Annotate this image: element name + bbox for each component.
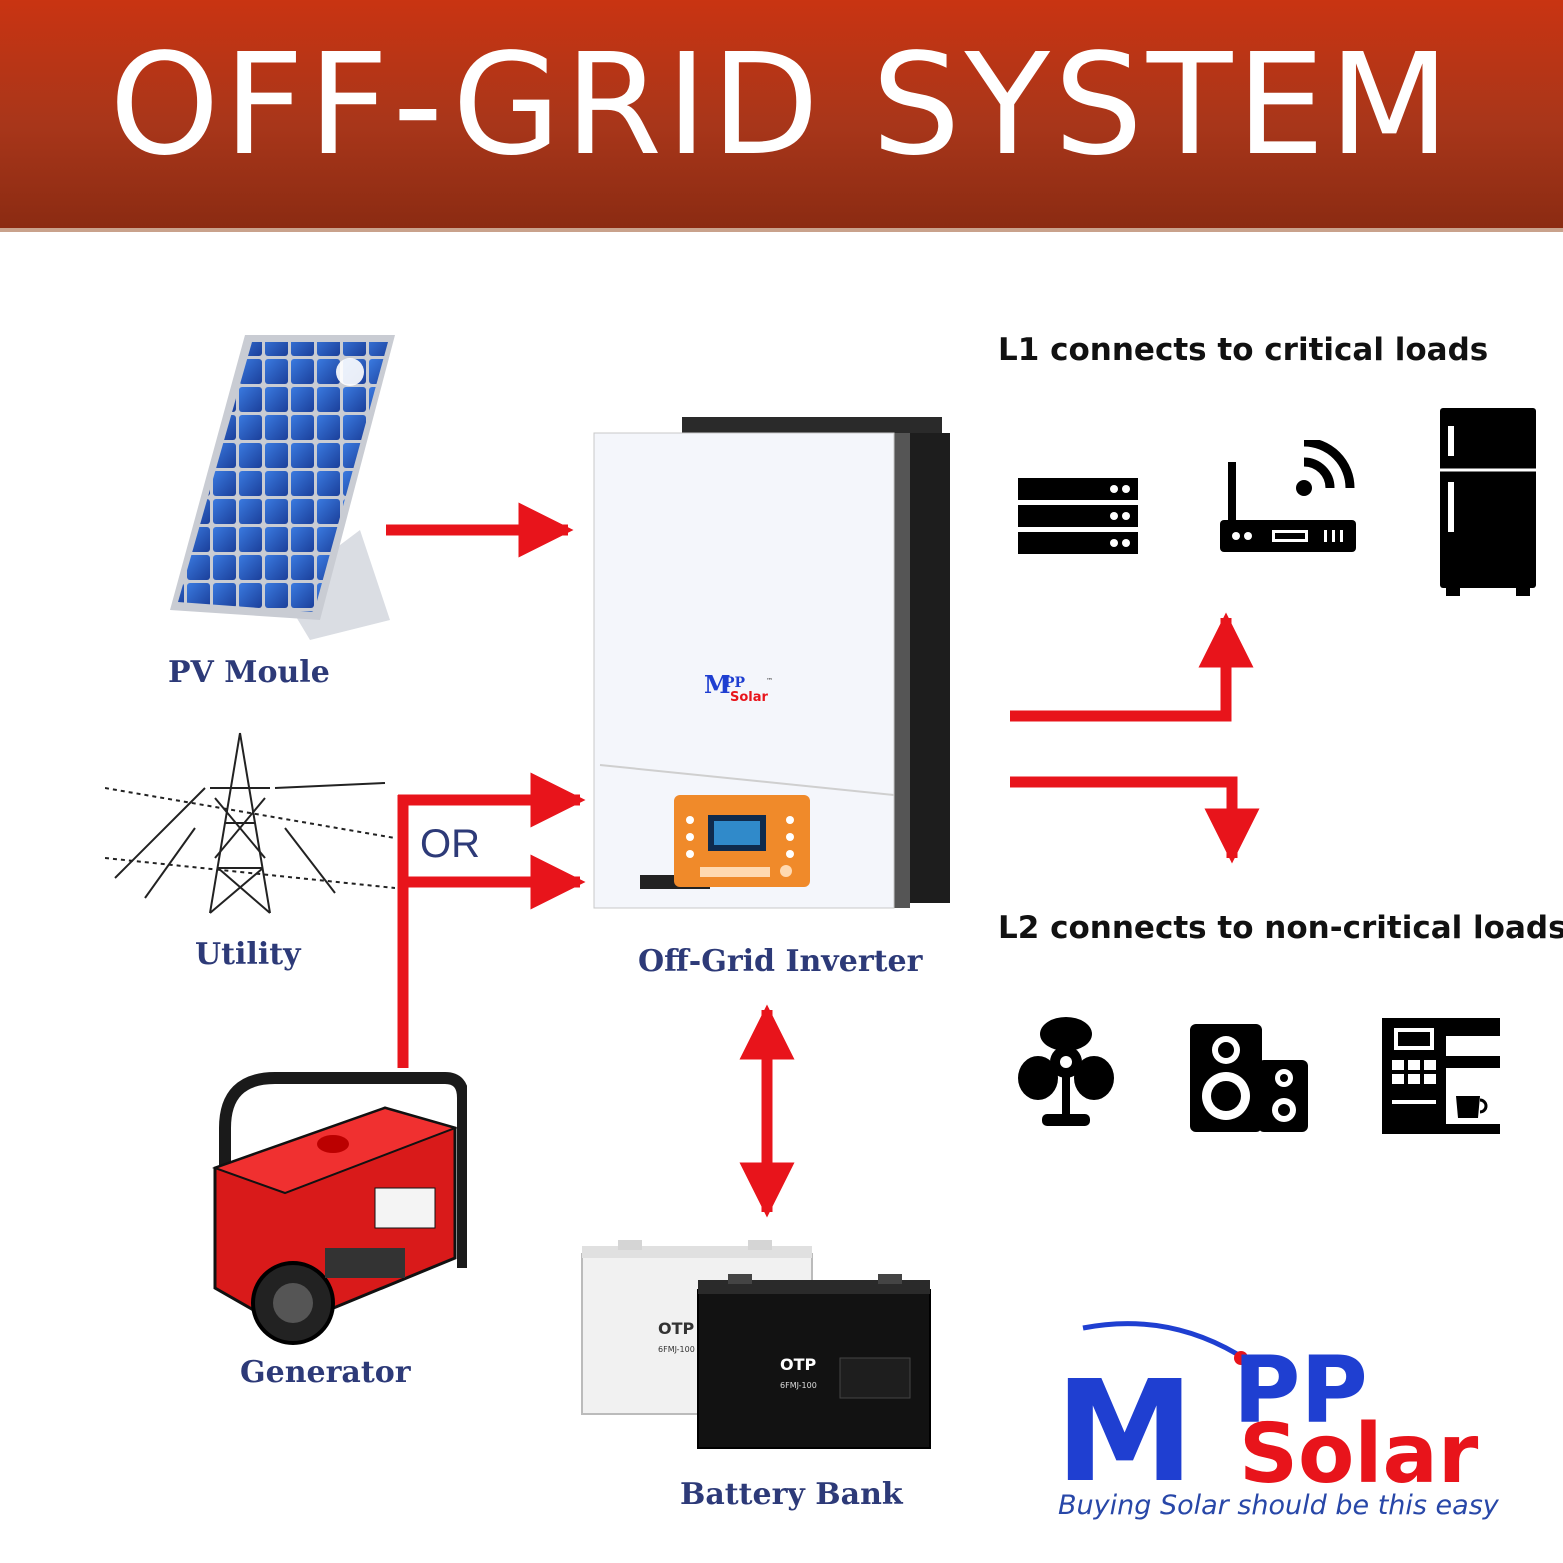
inverter-logo-m: M (704, 670, 731, 699)
logo-m: M (1055, 1351, 1194, 1488)
generator-icon (212, 1072, 467, 1345)
white-battery-brand: OTP (658, 1319, 695, 1338)
logo-pp: PP (1233, 1337, 1368, 1444)
utility-tower-icon (105, 732, 395, 914)
solar-panel-icon (170, 335, 395, 640)
inverter-logo-tm: ™ (766, 677, 773, 685)
router-icon (1220, 440, 1356, 552)
white-battery-model: 6FMJ-100 (658, 1345, 695, 1354)
black-battery-model: 6FMJ-100 (780, 1381, 817, 1390)
server-icon (1018, 478, 1138, 554)
inverter-logo-solar: Solar (730, 690, 769, 705)
page-title: OFF-GRID SYSTEM (109, 24, 1454, 187)
inverter-label: Off-Grid Inverter (638, 944, 923, 979)
l2-arrow (1010, 776, 1260, 864)
mpp-solar-logo: M PP Solar (1055, 1321, 1479, 1488)
logo-solar: Solar (1239, 1407, 1479, 1488)
or-label: OR (420, 822, 480, 866)
fridge-icon (1440, 408, 1536, 596)
battery-bank-image: OTP 6FMJ-100 OTP 6FMJ-100 (581, 1240, 931, 1449)
l1-arrow (1010, 612, 1254, 722)
utility-label: Utility (195, 937, 301, 972)
speaker-icon (1190, 1024, 1308, 1132)
coffee-machine-icon (1382, 1018, 1502, 1134)
title-banner (0, 0, 1563, 228)
logo-tagline: Buying Solar should be this easy (1058, 1490, 1499, 1521)
off-grid-inverter-image: M PP Solar ™ (593, 417, 950, 909)
banner-divider (0, 228, 1563, 232)
battery-bank-label: Battery Bank (680, 1477, 903, 1512)
inverter-logo-pp: PP (724, 675, 746, 691)
fan-icon (1018, 1017, 1114, 1126)
generator-label: Generator (240, 1355, 411, 1390)
l2-heading: L2 connects to non-critical loads (998, 910, 1563, 946)
pv-module-label: PV Moule (168, 655, 330, 690)
l1-heading: L1 connects to critical loads (998, 332, 1489, 368)
black-battery-brand: OTP (780, 1355, 817, 1374)
